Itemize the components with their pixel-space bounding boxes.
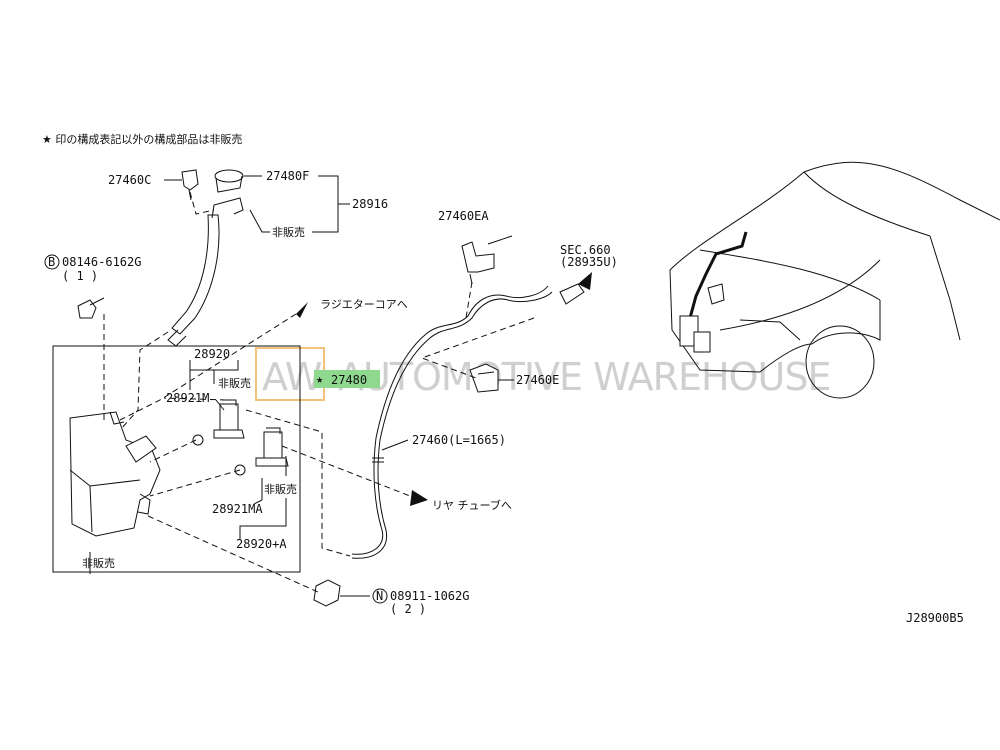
label-sec660-sub[interactable]: (28935U): [560, 255, 618, 269]
watermark-brand-text: AUTOMOTIVE WAREHOUSE: [338, 355, 830, 399]
clip-27460c-drawing: [181, 169, 199, 201]
part-27480-highlight: [314, 370, 380, 388]
label-27460e[interactable]: 27460E: [516, 373, 559, 387]
reservoir-tank-drawing: [69, 411, 161, 537]
label-to-rear-tube: リヤ チューブへ: [432, 498, 512, 512]
watermark-logo-text: AW: [262, 355, 322, 399]
bolt-08146-drawing: [77, 297, 105, 319]
star-icon: ★: [316, 372, 323, 386]
label-27460[interactable]: 27460(L=1665): [412, 433, 506, 447]
label-08911-1062g[interactable]: 08911-1062G: [390, 589, 469, 603]
vehicle-inset-drawing: [669, 161, 1000, 399]
label-not-for-sale-tank: 非販売: [82, 557, 115, 570]
arrow-heads: [296, 272, 592, 506]
arrow-to-radiator-icon: [296, 302, 308, 318]
assembly-dashed-lines: [103, 191, 535, 593]
diagram-id: J28900B5: [906, 611, 964, 625]
label-28921m[interactable]: 28921M: [166, 391, 209, 405]
label-08146-6162g[interactable]: 08146-6162G: [62, 255, 141, 269]
filler-tube-drawing: [167, 169, 244, 347]
label-not-for-sale-low: 非販売: [264, 483, 297, 496]
nut-symbol-letter: N: [376, 589, 383, 603]
label-28916[interactable]: 28916: [352, 197, 388, 211]
label-not-for-sale-top: 非販売: [272, 226, 305, 239]
clip-27460ea-drawing: [461, 241, 495, 285]
label-to-radiator-core: ラジエターコアへ: [320, 298, 408, 311]
label-27480[interactable]: 27480: [331, 373, 367, 387]
label-28920a[interactable]: 28920+A: [236, 537, 287, 551]
leader-lines: [89, 175, 514, 597]
pump-28920a-drawing: [234, 427, 289, 476]
arrow-to-sec660-icon: [578, 272, 592, 290]
watermark: AW AUTOMOTIVE WAREHOUSE: [255, 347, 831, 401]
label-08911-qty: ( 2 ): [390, 602, 426, 616]
bolt-symbol-letter: B: [48, 255, 55, 269]
pump-28920-drawing: [192, 399, 245, 446]
arrow-to-rear-tube-icon: [410, 490, 428, 506]
label-27480f[interactable]: 27480F: [266, 169, 309, 183]
nut-08911-drawing: [313, 579, 341, 607]
label-28920[interactable]: 28920: [194, 347, 230, 361]
nut-symbol-circle: [372, 588, 388, 604]
label-sec660[interactable]: SEC.660: [560, 243, 611, 257]
label-not-for-sale-mid: 非販売: [218, 377, 251, 390]
hose-27460-drawing: [351, 283, 585, 559]
label-28921ma[interactable]: 28921MA: [212, 502, 263, 516]
header-note: ★ 印の構成表記以外の構成部品は非販売: [42, 132, 242, 146]
bolt-symbol-circle: [44, 254, 60, 270]
label-08146-qty: ( 1 ): [62, 269, 98, 283]
label-27460c[interactable]: 27460C: [108, 173, 151, 187]
label-27460ea[interactable]: 27460EA: [438, 209, 489, 223]
